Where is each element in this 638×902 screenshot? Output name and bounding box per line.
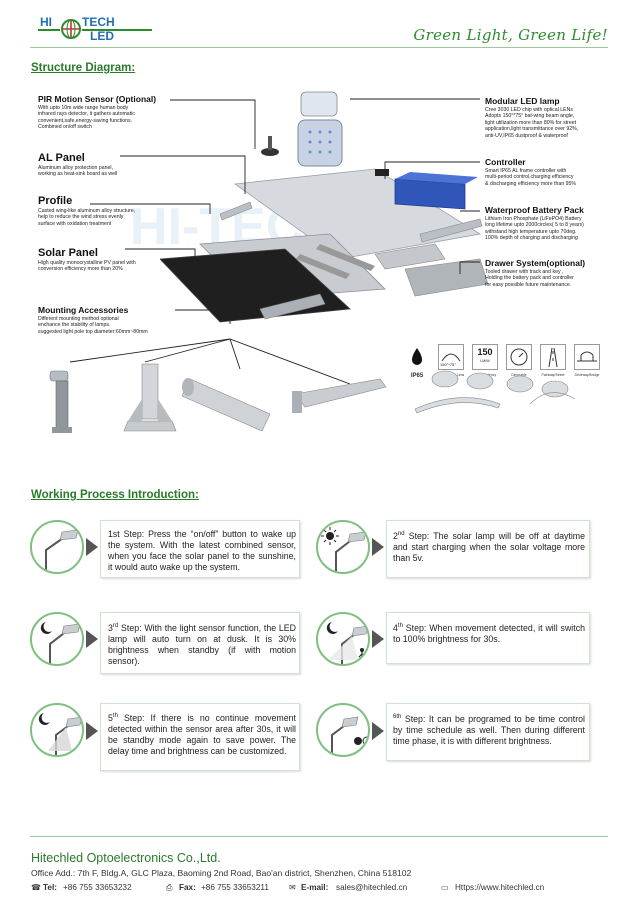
- beam-angle-icon: 150°*75°: [438, 344, 464, 370]
- controller-title: Controller: [485, 157, 526, 167]
- step-6-text: 6th Step: It can be programed to be time…: [393, 713, 585, 746]
- step-5-illustration: [30, 703, 84, 757]
- led-lamp-title: Modular LED lamp: [485, 96, 560, 106]
- ip65-icon: [404, 344, 430, 370]
- mounting-label: Mounting Accessories Different mounting …: [38, 305, 188, 335]
- pir-sensor-part: [261, 148, 279, 156]
- step-5-arrow: [86, 722, 98, 740]
- feature-icons: IP65 150°*75° Photometric Lens 150 LM/W …: [400, 344, 610, 386]
- solar-panel-title: Solar Panel: [38, 247, 98, 259]
- controller-label: Controller Smart IP65 AL frame controlle…: [485, 157, 610, 187]
- website-link[interactable]: Https://www.hitechled.cn: [455, 883, 545, 892]
- svg-text:HI: HI: [40, 15, 52, 29]
- step-6-illustration: [316, 703, 370, 757]
- lumen-icon: 150 LM/W: [472, 344, 498, 370]
- battery-part: [394, 178, 466, 210]
- step-1-arrow: [86, 538, 98, 556]
- step-2-text: 2nd Step: The solar lamp will be off at …: [393, 530, 585, 563]
- step-2-illustration: [316, 520, 370, 574]
- email-link[interactable]: sales@hitechled.cn: [336, 883, 408, 892]
- step-6-box: 6th Step: It can be programed to be time…: [386, 703, 590, 761]
- page-header: HI TECH LED Green Light, Green Life!: [0, 0, 638, 50]
- step-1-illustration: [30, 520, 84, 574]
- drawer-part: [404, 258, 489, 297]
- led-module-part: [297, 91, 343, 167]
- step-3-box: 3rd Step: With the light sensor function…: [100, 612, 300, 674]
- step-4-box: 4th Step: When movement detected, it wil…: [386, 612, 590, 664]
- step-4-illustration: [316, 612, 370, 666]
- hitech-led-logo: HI TECH LED: [38, 15, 152, 43]
- exploded-lamp-drawing: [160, 91, 489, 323]
- phone-icon: ☎: [31, 883, 41, 892]
- bridge-icon: [574, 344, 600, 370]
- svg-text:TECH: TECH: [82, 15, 115, 29]
- callout-lines: [69, 98, 480, 384]
- mount-bracket-clamp: [49, 370, 72, 433]
- step-5-text: 5th Step: If there is no continue moveme…: [108, 712, 296, 756]
- step-1-box: 1st Step: Press the “on/off” button to w…: [100, 520, 300, 578]
- contact-line: ☎ Tel: +86 755 33653232 ⎙ Fax: +86 755 3…: [31, 883, 545, 892]
- profile-title: Profile: [38, 195, 73, 207]
- drawer-title: Drawer System(optional): [485, 258, 586, 268]
- step-2-box: 2nd Step: The solar lamp will be off at …: [386, 520, 590, 578]
- structure-diagram-title: Structure Diagram:: [31, 62, 136, 74]
- mounting-title: Mounting Accessories: [38, 305, 129, 315]
- mount-bracket-tube: [123, 363, 177, 432]
- al-panel-label: AL Panel Aluminum alloy protection panel…: [38, 152, 168, 178]
- footer-divider: [30, 836, 608, 837]
- dimmable-icon: [506, 344, 532, 370]
- phone-number[interactable]: +86 755 33653232: [63, 883, 132, 892]
- mounting-accessories-drawing: [49, 363, 576, 433]
- header-divider: [30, 47, 608, 48]
- email-icon: ✉: [289, 883, 296, 892]
- step-5-box: 5th Step: If there is no continue moveme…: [100, 703, 300, 771]
- pir-sensor-title: PIR Motion Sensor (Optional): [38, 94, 157, 104]
- web-icon: ▭: [441, 883, 449, 892]
- step-3-arrow: [86, 630, 98, 648]
- mount-bracket-arm: [292, 378, 387, 413]
- al-panel-part: [233, 168, 482, 260]
- mount-bracket-half-tube: [181, 378, 271, 432]
- drawer-label: Drawer System(optional) Tooled drawer wi…: [485, 258, 610, 288]
- step-3-text: 3rd Step: With the light sensor function…: [108, 622, 296, 666]
- step-4-text: 4th Step: When movement detected, it wil…: [393, 622, 585, 644]
- lens-parts: [414, 370, 576, 414]
- step-1-text: 1st Step: Press the “on/off” button to w…: [108, 529, 296, 572]
- al-panel-title: AL Panel: [38, 152, 85, 164]
- office-address: Office Add.: 7th F, Bldg.A, GLC Plaza, B…: [31, 868, 412, 878]
- battery-title: Waterproof Battery Pack: [485, 205, 584, 215]
- svg-text:LED: LED: [90, 29, 114, 43]
- battery-label: Waterproof Battery Pack Lithium Iron Pho…: [485, 205, 610, 242]
- fax-icon: ⎙: [166, 883, 173, 892]
- controller-part: [375, 169, 389, 176]
- led-lamp-label: Modular LED lamp Cree 3030 LED chip with…: [485, 96, 610, 139]
- road-icon: [540, 344, 566, 370]
- step-4-arrow: [372, 630, 384, 648]
- fax-number: +86 755 33653211: [201, 883, 269, 892]
- solar-panel-label: Solar Panel High quality monocrystalline…: [38, 247, 178, 273]
- working-process-title: Working Process Introduction:: [31, 489, 199, 501]
- step-3-illustration: [30, 612, 84, 666]
- pir-sensor-label: PIR Motion Sensor (Optional) With upto 1…: [38, 94, 188, 131]
- structure-diagram: HI-TECH: [30, 84, 610, 444]
- profile-label: Profile Casted wing-like aluminum alloy …: [38, 195, 168, 227]
- slogan: Green Light, Green Life!: [413, 26, 608, 44]
- step-2-arrow: [372, 538, 384, 556]
- step-6-arrow: [372, 722, 384, 740]
- company-name: Hitechled Optoelectronics Co.,Ltd.: [31, 851, 221, 865]
